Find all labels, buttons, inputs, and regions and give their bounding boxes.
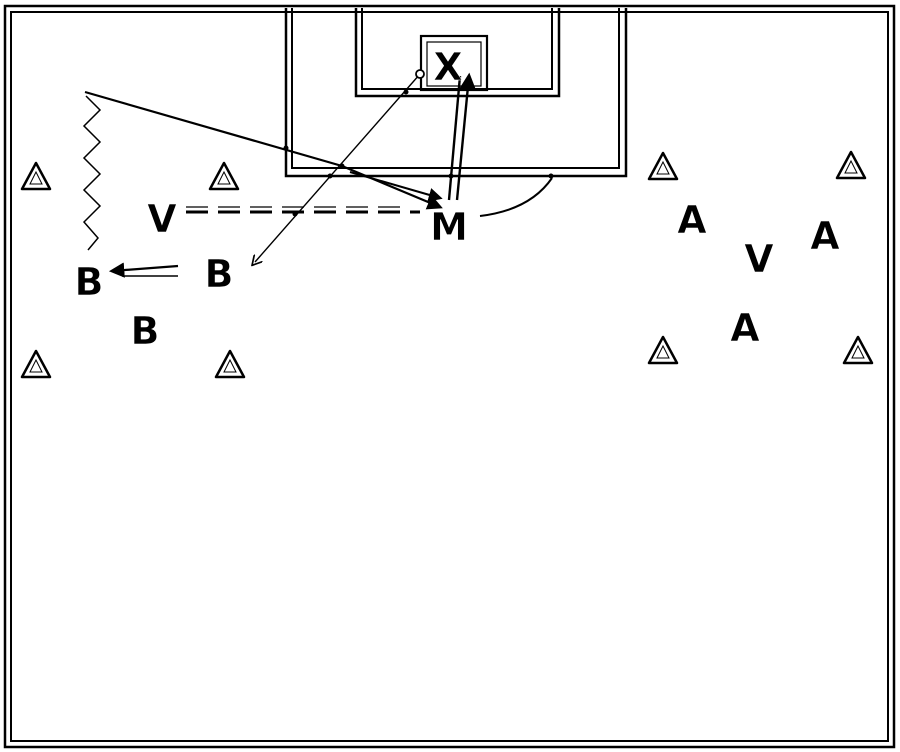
- triangle-cone-icon: [20, 349, 52, 379]
- junction-dot: [548, 173, 554, 179]
- triangle-cone-icon: [647, 151, 679, 181]
- m-run-line-right: [455, 72, 477, 201]
- triangle-cone-icon: [20, 161, 52, 191]
- triangle-cone-icon: [842, 335, 874, 365]
- junction-dot: [292, 211, 298, 217]
- player-v-left: V: [147, 197, 177, 241]
- goal-frame-inner: [426, 41, 482, 87]
- player-b-deep: B: [131, 309, 160, 353]
- penalty-area-outer: [284, 8, 628, 178]
- triangle-cone-icon: [208, 161, 240, 191]
- player-x-keeper: X: [433, 45, 462, 89]
- player-v-right: V: [744, 237, 774, 281]
- m-run-line-left: [447, 75, 462, 201]
- b-pass-line: [108, 262, 179, 278]
- triangle-cone-icon: [647, 335, 679, 365]
- junction-dot: [327, 173, 333, 179]
- junction-dot: [283, 145, 289, 151]
- player-a-left: A: [677, 198, 707, 242]
- player-a-bottom: A: [730, 306, 760, 350]
- short-pass-line: [349, 171, 443, 202]
- pitch-outer-boundary: [3, 4, 896, 749]
- ball-icon: [415, 69, 425, 79]
- penalty-area-inner: [291, 8, 620, 169]
- player-b-wide: B: [75, 260, 104, 304]
- player-b-receiver: B: [205, 252, 234, 296]
- penalty-arc: [479, 177, 553, 217]
- player-m-midfielder: M: [430, 205, 468, 249]
- dribble-zigzag-line: [82, 95, 102, 251]
- junction-dot: [448, 173, 454, 179]
- run-line: [84, 90, 443, 210]
- triangle-cone-icon: [835, 150, 867, 180]
- pitch-inner-boundary: [10, 11, 889, 742]
- player-a-right: A: [810, 214, 840, 258]
- triangle-cone-icon: [214, 349, 246, 379]
- junction-dot: [339, 163, 345, 169]
- goal-frame: [419, 34, 489, 92]
- cone-group: [20, 150, 874, 379]
- junction-dot: [403, 89, 409, 95]
- diagonal-pass-line: [255, 73, 421, 262]
